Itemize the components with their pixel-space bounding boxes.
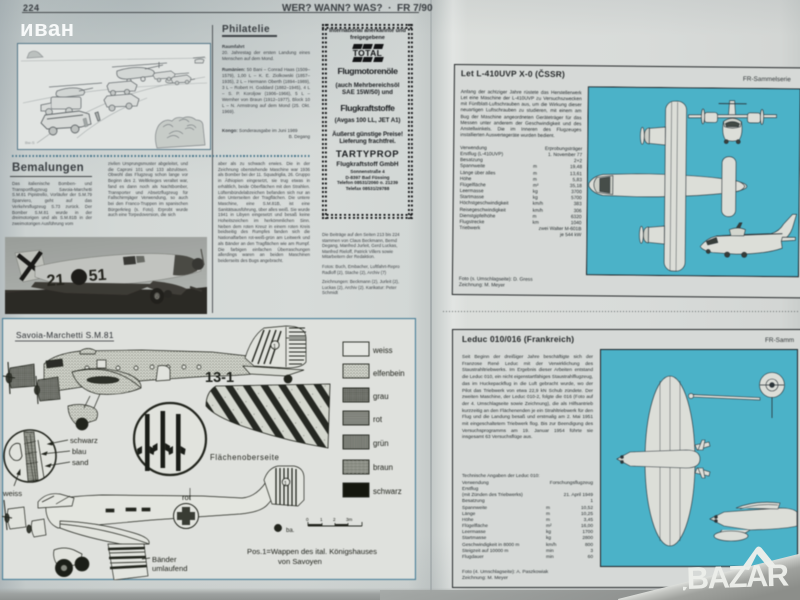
svg-text:51: 51 bbox=[88, 267, 107, 285]
svg-text:13-1: 13-1 bbox=[205, 370, 234, 386]
svg-text:elfenbein: elfenbein bbox=[373, 369, 405, 378]
svg-text:weiss: weiss bbox=[2, 489, 22, 498]
svg-text:blau: blau bbox=[72, 447, 86, 456]
svg-text:BAZAR: BAZAR bbox=[686, 557, 789, 595]
svg-text:Flächenoberseite: Flächenoberseite bbox=[210, 453, 279, 462]
svg-text:1: 1 bbox=[284, 481, 287, 487]
svg-text:Pos.1=Wappen des ital. Königsh: Pos.1=Wappen des ital. Königshauses bbox=[247, 547, 377, 556]
svg-text:von Savoyen: von Savoyen bbox=[278, 557, 322, 566]
svg-text:rot: rot bbox=[182, 493, 192, 502]
svg-text:1: 1 bbox=[320, 517, 323, 522]
svg-text:weiss: weiss bbox=[372, 346, 393, 355]
svg-text:braun: braun bbox=[373, 463, 393, 472]
svg-text:1: 1 bbox=[273, 344, 276, 350]
svg-text:sand: sand bbox=[72, 458, 88, 467]
svg-text:21: 21 bbox=[46, 272, 65, 290]
svg-text:6: 6 bbox=[155, 294, 159, 301]
svg-text:Bänder: Bänder bbox=[152, 555, 177, 564]
svg-text:schwarz: schwarz bbox=[70, 436, 98, 445]
svg-text:rot: rot bbox=[373, 415, 383, 424]
svg-text:ba.: ba. bbox=[286, 528, 295, 534]
svg-text:0: 0 bbox=[306, 517, 309, 522]
svg-text:grün: grün bbox=[373, 439, 389, 448]
svg-text:umlaufend: umlaufend bbox=[152, 564, 187, 573]
svg-text:grau: grau bbox=[373, 392, 389, 401]
svg-text:Savoia-Marchetti S.M.81: Savoia-Marchetti S.M.81 bbox=[16, 330, 114, 340]
svg-text:Bw-S: Bw-S bbox=[25, 140, 35, 145]
svg-text:schwarz: schwarz bbox=[373, 487, 402, 496]
svg-text:3m: 3m bbox=[346, 517, 353, 522]
svg-text:2: 2 bbox=[333, 517, 336, 522]
